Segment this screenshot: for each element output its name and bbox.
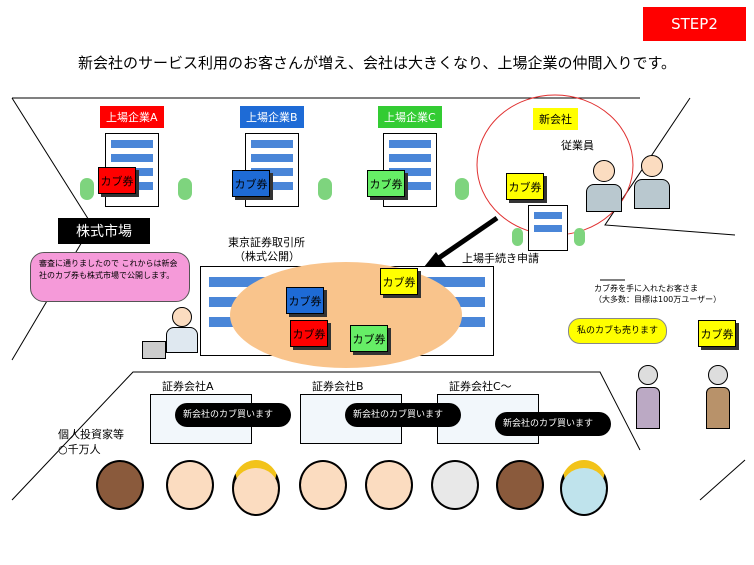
share-a: カブ券 (98, 167, 136, 194)
investor-avatar (92, 460, 148, 520)
exchange-share-c: カブ券 (350, 325, 388, 352)
tree-icon (455, 178, 469, 200)
holder-caption: カブ券を手に入れたお客さま （大多数：目標は100万ユーザー） (594, 284, 722, 305)
employees-label: 従業員 (561, 139, 594, 152)
staff-icon (140, 305, 200, 365)
new-company-label: 新会社 (533, 108, 578, 130)
new-company-share: カブ券 (506, 173, 544, 200)
share-c: カブ券 (367, 170, 405, 197)
elderly-man-icon (700, 365, 736, 450)
company-c-building (383, 133, 437, 207)
holder-share: カブ券 (698, 320, 736, 347)
exchange-share-b: カブ券 (286, 287, 324, 314)
investor-avatar (295, 460, 351, 520)
new-company-building (528, 205, 568, 251)
tree-icon (318, 178, 332, 200)
company-b-label: 上場企業B (240, 106, 304, 128)
share-b: カブ券 (232, 170, 270, 197)
broker-b-label: 証券会社B (312, 380, 364, 393)
tree-icon (512, 228, 523, 246)
tree-icon (574, 228, 585, 246)
investor-avatar (556, 460, 612, 520)
buy-bubble-a: 新会社のカブ買います (175, 403, 291, 428)
tree-icon (80, 178, 94, 200)
buy-bubble-b: 新会社のカブ買います (345, 403, 461, 428)
tree-icon (178, 178, 192, 200)
company-c-label: 上場企業C (378, 106, 442, 128)
investor-avatar (427, 460, 483, 520)
elderly-woman-icon (630, 365, 666, 445)
investors-label: 個人投資家等 ○千万人 (58, 428, 124, 457)
employee-icon (634, 155, 670, 210)
investor-avatar (162, 460, 218, 520)
market-label: 株式市場 (58, 218, 150, 244)
investor-avatar (492, 460, 548, 520)
broker-a-label: 証券会社A (162, 380, 214, 393)
holder-speech-bubble: 私のカブも売ります (568, 318, 668, 345)
exchange-sub: （株式公開） (234, 250, 300, 263)
company-a-label: 上場企業A (100, 106, 164, 128)
investor-avatar (361, 460, 417, 520)
staff-speech-bubble: 審査に通りましたので これからは新会社のカブ券も株式市場で公開します。 (30, 252, 190, 302)
investor-avatar (228, 460, 284, 520)
buy-bubble-c: 新会社のカブ買います (495, 412, 611, 437)
step-label: STEP2 (643, 7, 746, 41)
listing-application: 上場手続き申請 (462, 252, 539, 265)
exchange-share-new: カブ券 (380, 268, 418, 295)
broker-c-label: 証券会社C～ (449, 380, 512, 393)
headline: 新会社のサービス利用のお客さんが増え、会社は大きくなり、上場企業の仲間入りです。 (78, 54, 676, 72)
exchange-name: 東京証券取引所 (228, 236, 305, 249)
trading-floor (230, 262, 462, 368)
exchange-share-a: カブ券 (290, 320, 328, 347)
employee-icon (586, 160, 622, 212)
